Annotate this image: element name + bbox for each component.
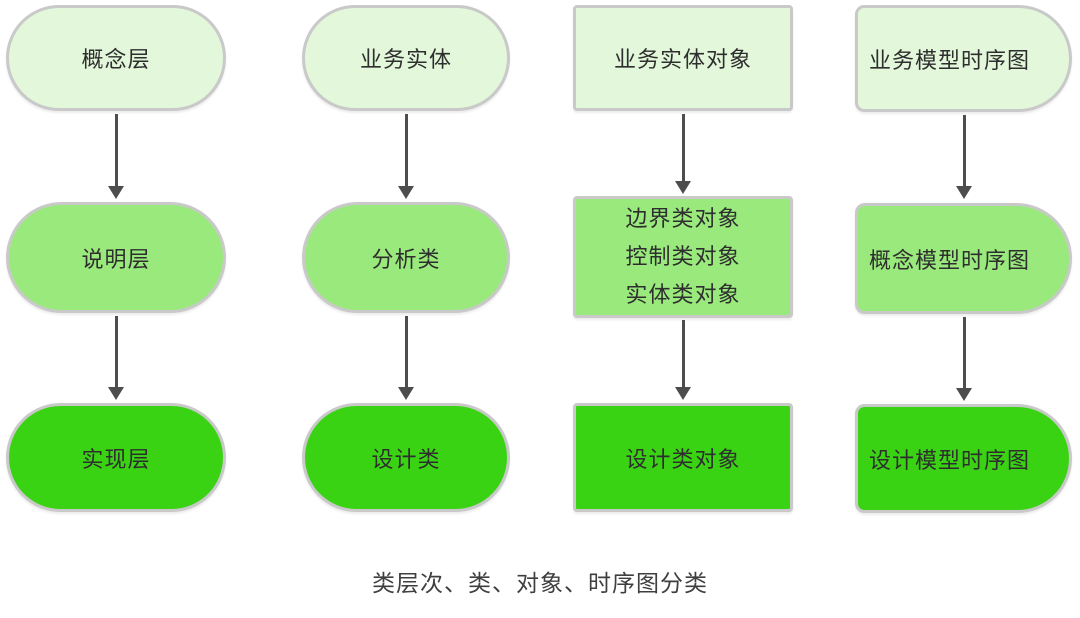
arrowhead-icon	[398, 186, 414, 199]
node-label: 说明层	[81, 246, 151, 272]
node-description-layer: 说明层	[6, 202, 226, 313]
arrowhead-icon	[675, 387, 691, 400]
node-label: 概念模型时序图	[868, 247, 1030, 273]
node-label: 实现层	[81, 446, 151, 472]
arrow-shaft	[114, 114, 118, 186]
node-business-entity: 业务实体	[302, 5, 510, 111]
node-label: 概念层	[81, 47, 151, 72]
node-label: 设计类对象	[625, 446, 741, 472]
arrowhead-icon	[108, 186, 124, 199]
node-business-entity-object: 业务实体对象	[573, 5, 793, 111]
node-label-line: 实体类对象	[625, 282, 741, 307]
node-label: 设计模型时序图	[868, 447, 1030, 473]
node-label-line: 边界类对象	[625, 206, 741, 231]
node-label-line: 控制类对象	[625, 244, 741, 269]
arrowhead-icon	[675, 181, 691, 194]
arrow-down-icon	[956, 115, 972, 199]
node-label: 业务实体对象	[613, 47, 752, 72]
node-analysis-class: 分析类	[302, 202, 510, 313]
node-concept-layer: 概念层	[6, 5, 226, 111]
arrow-shaft	[681, 320, 685, 387]
arrow-shaft	[114, 316, 118, 387]
arrow-down-icon	[956, 317, 972, 401]
node-design-class: 设计类	[302, 403, 510, 512]
arrow-down-icon	[675, 320, 691, 400]
node-label: 业务实体	[359, 47, 452, 72]
arrow-down-icon	[675, 114, 691, 194]
node-design-class-object: 设计类对象	[573, 403, 793, 512]
node-label: 设计类	[371, 446, 441, 472]
node-business-model-sequence: 业务模型时序图	[855, 5, 1072, 112]
node-label: 业务模型时序图	[868, 47, 1030, 73]
arrow-shaft	[962, 115, 966, 186]
node-design-model-sequence: 设计模型时序图	[855, 404, 1072, 513]
arrow-down-icon	[398, 316, 414, 400]
arrow-down-icon	[108, 316, 124, 400]
node-concept-model-sequence: 概念模型时序图	[855, 203, 1072, 314]
node-analysis-objects: 边界类对象 控制类对象 实体类对象	[573, 196, 793, 318]
arrow-down-icon	[398, 114, 414, 199]
arrow-shaft	[404, 114, 408, 186]
arrowhead-icon	[956, 186, 972, 199]
arrowhead-icon	[108, 387, 124, 400]
node-implementation-layer: 实现层	[6, 403, 226, 512]
arrowhead-icon	[956, 388, 972, 401]
node-label: 分析类	[371, 246, 441, 272]
diagram-caption: 类层次、类、对象、时序图分类	[372, 570, 708, 596]
arrow-down-icon	[108, 114, 124, 199]
arrow-shaft	[404, 316, 408, 387]
arrowhead-icon	[398, 387, 414, 400]
arrow-shaft	[962, 317, 966, 388]
arrow-shaft	[681, 114, 685, 181]
